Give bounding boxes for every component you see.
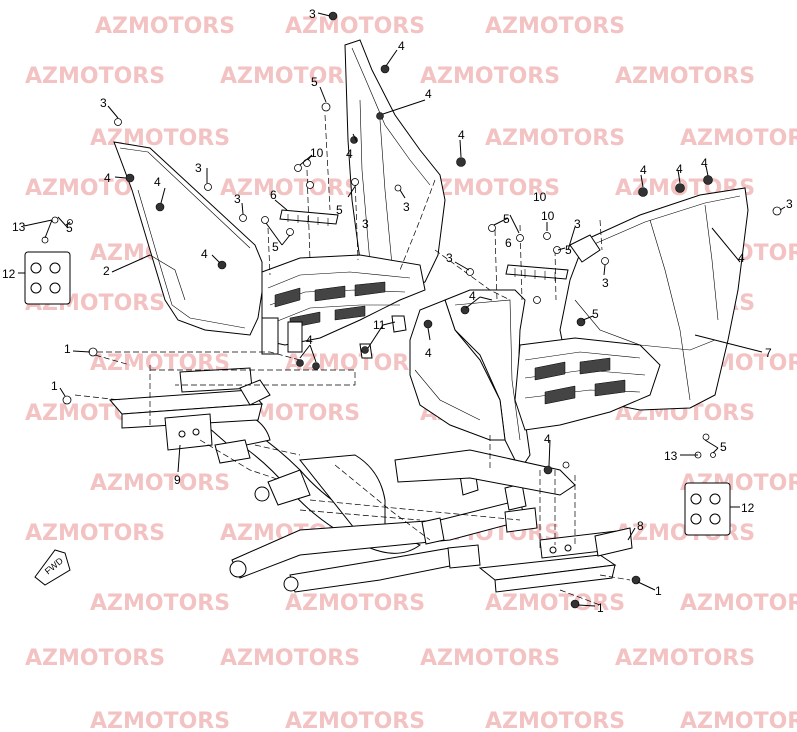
watermark: AZMOTORS xyxy=(285,591,425,616)
callout-3: 3 xyxy=(309,7,316,21)
callout-1: 1 xyxy=(51,379,58,393)
callout-5: 5 xyxy=(66,221,73,235)
fasteners xyxy=(41,11,782,609)
watermark: AZMOTORS xyxy=(90,471,230,496)
callout-3: 3 xyxy=(403,200,410,214)
callout-11: 11 xyxy=(373,318,386,332)
callout-6: 6 xyxy=(270,188,277,202)
callout-3: 3 xyxy=(100,96,107,110)
watermark: AZMOTORS xyxy=(220,646,360,671)
callout-4: 4 xyxy=(201,247,208,261)
callout-10: 10 xyxy=(533,190,547,204)
watermark: AZMOTORS xyxy=(25,64,165,89)
callout-10: 10 xyxy=(310,146,324,160)
callout-3: 3 xyxy=(234,192,241,206)
callout-6: 6 xyxy=(505,236,512,250)
forward-arrow-icon: FWD xyxy=(34,549,71,586)
callout-7: 7 xyxy=(765,346,772,360)
callout-12: 12 xyxy=(2,267,16,281)
callout-4: 4 xyxy=(425,346,432,360)
watermark: AZMOTORS xyxy=(680,126,797,151)
watermark: AZMOTORS xyxy=(680,709,797,732)
watermark: AZMOTORS xyxy=(285,709,425,732)
pad-12-right xyxy=(684,482,731,536)
callout-1: 1 xyxy=(64,342,71,356)
watermark: AZMOTORS xyxy=(420,646,560,671)
callout-4: 4 xyxy=(398,39,405,53)
watermark: AZMOTORS xyxy=(485,591,625,616)
callout-4: 4 xyxy=(458,128,465,142)
watermark: AZMOTORS xyxy=(220,176,360,201)
pad-12-left xyxy=(24,251,71,305)
callout-5: 5 xyxy=(311,75,318,89)
bracket-8 xyxy=(447,507,633,593)
watermark: AZMOTORS xyxy=(615,64,755,89)
callout-3: 3 xyxy=(362,217,369,231)
callout-13: 13 xyxy=(12,220,26,234)
callout-4: 4 xyxy=(676,162,683,176)
callout-5: 5 xyxy=(565,243,572,257)
callout-13: 13 xyxy=(664,449,678,463)
watermark: AZMOTORS xyxy=(615,646,755,671)
assembly-lines xyxy=(74,114,631,606)
callout-4: 4 xyxy=(104,171,111,185)
watermark: AZMOTORS xyxy=(420,64,560,89)
leader-lines xyxy=(18,12,786,607)
callout-5: 5 xyxy=(503,212,510,226)
callout-labels: 3 4 5 4 3 4 4 3 10 4 4 5 3 6 3 4 5 13 5 … xyxy=(2,7,793,615)
right-footrest xyxy=(409,187,749,471)
watermark: AZMOTORS xyxy=(220,64,360,89)
callout-1: 1 xyxy=(597,601,604,615)
watermark: AZMOTORS xyxy=(485,126,625,151)
callout-3: 3 xyxy=(786,197,793,211)
left-footrest xyxy=(113,39,446,359)
callout-4: 4 xyxy=(469,289,476,303)
callout-4: 4 xyxy=(640,163,647,177)
callout-3: 3 xyxy=(574,217,581,231)
watermark: AZMOTORS xyxy=(680,591,797,616)
watermark: AZMOTORS xyxy=(25,646,165,671)
watermark: AZMOTORS xyxy=(95,14,235,39)
bracket-9 xyxy=(108,367,271,451)
callout-4: 4 xyxy=(346,147,353,161)
callout-4: 4 xyxy=(701,156,708,170)
watermark: AZMOTORS xyxy=(285,14,425,39)
callout-9: 9 xyxy=(174,473,181,487)
callout-4: 4 xyxy=(425,87,432,101)
callout-10: 10 xyxy=(541,209,555,223)
watermark: AZMOTORS xyxy=(90,591,230,616)
watermark: AZMOTORS xyxy=(485,14,625,39)
callout-5: 5 xyxy=(720,440,727,454)
callout-3: 3 xyxy=(446,251,453,265)
callout-3: 3 xyxy=(195,161,202,175)
callout-5: 5 xyxy=(592,307,599,321)
callout-12: 12 xyxy=(741,501,755,515)
callout-5: 5 xyxy=(336,203,343,217)
watermark: AZMOTORS xyxy=(25,521,165,546)
watermark: AZMOTORS xyxy=(285,351,425,376)
callout-1: 1 xyxy=(655,584,662,598)
watermark: AZMOTORS xyxy=(90,126,230,151)
callout-4: 4 xyxy=(306,333,313,347)
callout-4: 4 xyxy=(738,251,745,265)
callout-3: 3 xyxy=(602,276,609,290)
callout-8: 8 xyxy=(637,519,644,533)
watermark: AZMOTORS xyxy=(485,709,625,732)
callout-5: 5 xyxy=(272,240,279,254)
callout-2: 2 xyxy=(103,264,110,278)
callout-4: 4 xyxy=(154,175,161,189)
callout-4: 4 xyxy=(544,432,551,446)
watermark: AZMOTORS xyxy=(90,709,230,732)
